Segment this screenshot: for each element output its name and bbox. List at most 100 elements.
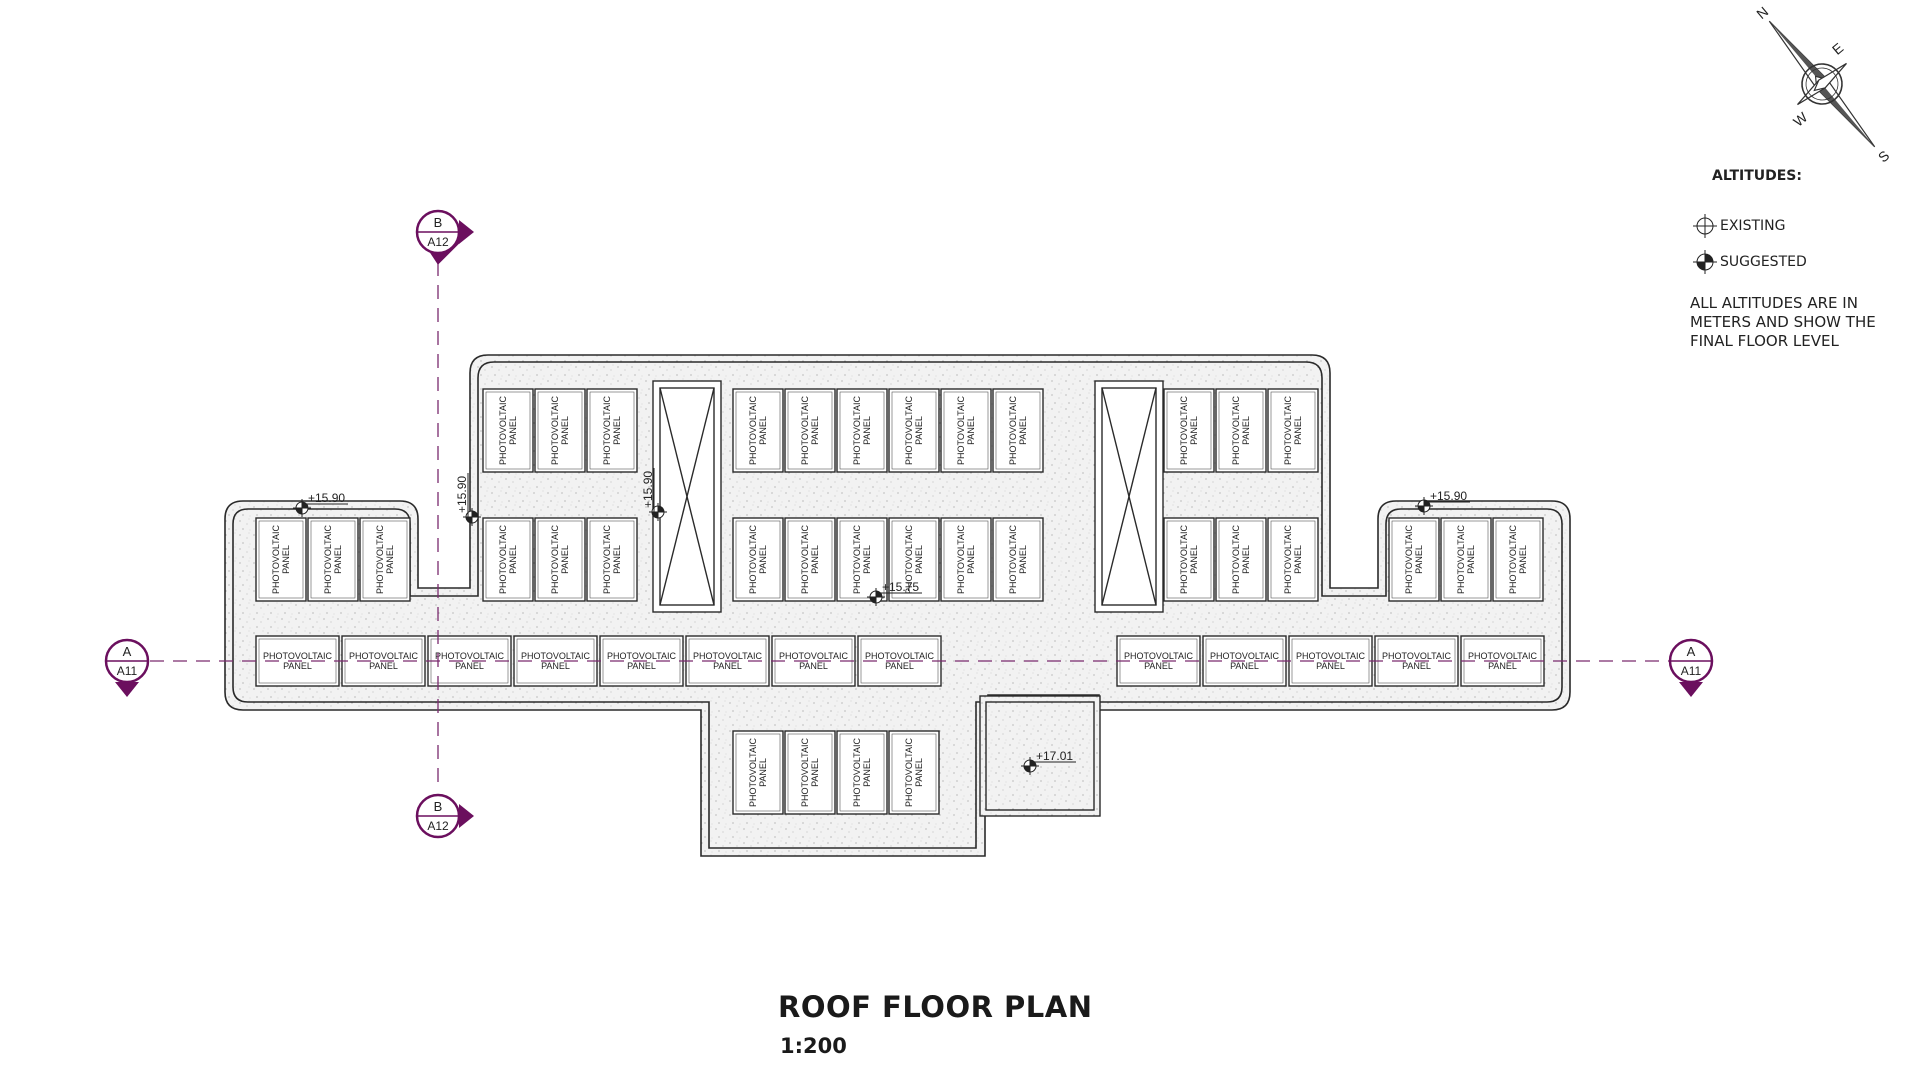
panel-label: PHOTOVOLTAICPANEL xyxy=(852,395,872,465)
photovoltaic-panel: PHOTOVOLTAICPANEL xyxy=(1440,517,1492,602)
compass-w-label: W xyxy=(1790,108,1811,129)
photovoltaic-panel: PHOTOVOLTAICPANEL xyxy=(255,517,307,602)
panel-label: PHOTOVOLTAICPANEL xyxy=(1283,395,1303,465)
panel-label: PHOTOVOLTAICPANEL xyxy=(1508,524,1528,594)
photovoltaic-panel: PHOTOVOLTAICPANEL xyxy=(1163,388,1215,473)
photovoltaic-panel: PHOTOVOLTAICPANEL xyxy=(586,388,638,473)
panel-label: PHOTOVOLTAICPANEL xyxy=(498,395,518,465)
photovoltaic-panel: PHOTOVOLTAICPANEL xyxy=(1492,517,1544,602)
panel-label: PHOTOVOLTAICPANEL xyxy=(550,524,570,594)
photovoltaic-panel: PHOTOVOLTAICPANEL xyxy=(482,388,534,473)
section-marker-a-left: A A11 xyxy=(104,638,150,697)
panel-label: PHOTOVOLTAICPANEL xyxy=(852,524,872,594)
elevation-marker: +15.75 xyxy=(867,580,922,606)
section-marker-letter: B xyxy=(434,799,443,814)
panel-label: PHOTOVOLTAICPANEL xyxy=(602,395,622,465)
photovoltaic-panel: PHOTOVOLTAICPANEL xyxy=(888,388,940,473)
compass-e-label: E xyxy=(1829,40,1846,58)
elevation-marker: +17.01 xyxy=(1021,749,1076,775)
photovoltaic-panel: PHOTOVOLTAICPANEL xyxy=(732,517,784,602)
panel-label: PHOTOVOLTAICPANEL xyxy=(1283,524,1303,594)
panel-label: PHOTOVOLTAICPANEL xyxy=(748,737,768,807)
panel-label: PHOTOVOLTAICPANEL xyxy=(904,524,924,594)
photovoltaic-panel: PHOTOVOLTAICPANEL xyxy=(732,730,784,815)
photovoltaic-panel: PHOTOVOLTAICPANEL xyxy=(836,517,888,602)
panel-label: PHOTOVOLTAICPANEL xyxy=(1179,395,1199,465)
photovoltaic-panel: PHOTOVOLTAICPANEL xyxy=(307,517,359,602)
altitudes-legend: ALTITUDES: EXISTING SUGGESTED ALL ALTITU… xyxy=(1690,168,1920,351)
raised-roof-block xyxy=(979,695,1101,817)
elevation-marker: +15.90 xyxy=(1415,489,1470,515)
section-marker-a-right: A A11 xyxy=(1668,638,1714,697)
panel-label: PHOTOVOLTAICPANEL xyxy=(852,737,872,807)
elevation-label: +15.90 xyxy=(455,476,469,513)
elevation-marker: +15.90 xyxy=(455,473,481,526)
panel-label: PHOTOVOLTAICPANEL xyxy=(1456,524,1476,594)
elevation-label: +17.01 xyxy=(1036,749,1073,763)
roof-shafts xyxy=(652,380,1164,817)
compass-s-label: S xyxy=(1875,147,1892,165)
section-marker-sheet: A12 xyxy=(427,235,449,249)
section-marker-letter: B xyxy=(434,215,443,230)
panel-label: PHOTOVOLTAICPANEL xyxy=(904,395,924,465)
elevation-label: +15.75 xyxy=(882,580,919,594)
panel-label: PHOTOVOLTAICPANEL xyxy=(602,524,622,594)
photovoltaic-panel: PHOTOVOLTAICPANEL xyxy=(784,517,836,602)
drawing-title: ROOF FLOOR PLAN xyxy=(778,990,1093,1024)
section-marker-b-top: B A12 xyxy=(415,209,474,265)
photovoltaic-panel: PHOTOVOLTAICPANEL xyxy=(482,517,534,602)
panel-label: PHOTOVOLTAICPANEL xyxy=(550,395,570,465)
panel-label: PHOTOVOLTAICPANEL xyxy=(1231,524,1251,594)
section-lines xyxy=(150,262,1670,790)
panel-label: PHOTOVOLTAICPANEL xyxy=(1008,524,1028,594)
photovoltaic-panel: PHOTOVOLTAICPANEL xyxy=(784,388,836,473)
photovoltaic-panel: PHOTOVOLTAICPANEL xyxy=(940,388,992,473)
elevation-label: +15.90 xyxy=(1430,489,1467,503)
panel-label: PHOTOVOLTAICPANEL xyxy=(956,395,976,465)
panel-label: PHOTOVOLTAICPANEL xyxy=(1404,524,1424,594)
photovoltaic-panel: PHOTOVOLTAICPANEL xyxy=(836,388,888,473)
compass-n-label: N xyxy=(1753,3,1771,22)
roof-parapet-inner xyxy=(232,361,1563,849)
elevation-marker: +15.90 xyxy=(641,468,667,521)
panel-label: PHOTOVOLTAICPANEL xyxy=(271,524,291,594)
legend-heading: ALTITUDES: xyxy=(1712,168,1802,184)
photovoltaic-panel: PHOTOVOLTAICPANEL xyxy=(836,730,888,815)
legend-row-existing: EXISTING xyxy=(1690,208,1920,244)
legend-existing-label: EXISTING xyxy=(1720,218,1786,234)
panel-label: PHOTOVOLTAICPANEL xyxy=(1179,524,1199,594)
panel-label: PHOTOVOLTAICPANEL xyxy=(800,395,820,465)
shaft-left xyxy=(652,380,722,613)
elevation-label: +15.90 xyxy=(308,491,345,505)
panel-label: PHOTOVOLTAICPANEL xyxy=(800,524,820,594)
legend-suggested-label: SUGGESTED xyxy=(1720,254,1807,270)
panel-label: PHOTOVOLTAICPANEL xyxy=(375,524,395,594)
photovoltaic-panel: PHOTOVOLTAICPANEL xyxy=(888,730,940,815)
suggested-altitude-icon xyxy=(1693,250,1717,274)
photovoltaic-panel: PHOTOVOLTAICPANEL xyxy=(888,517,940,602)
elevation-label: +15.90 xyxy=(641,471,655,508)
panel-label: PHOTOVOLTAICPANEL xyxy=(800,737,820,807)
panel-label: PHOTOVOLTAICPANEL xyxy=(1008,395,1028,465)
legend-note: ALL ALTITUDES ARE IN METERS AND SHOW THE… xyxy=(1690,294,1876,350)
photovoltaic-panel: PHOTOVOLTAICPANEL xyxy=(534,517,586,602)
section-marker-b-bottom: B A12 xyxy=(415,793,474,839)
photovoltaic-panel: PHOTOVOLTAICPANEL xyxy=(1215,388,1267,473)
panel-label: PHOTOVOLTAICPANEL xyxy=(748,395,768,465)
photovoltaic-panel: PHOTOVOLTAICPANEL xyxy=(534,388,586,473)
photovoltaic-panel: PHOTOVOLTAICPANEL xyxy=(1388,517,1440,602)
drawing-scale: 1:200 xyxy=(780,1034,847,1058)
photovoltaic-panel: PHOTOVOLTAICPANEL xyxy=(1267,388,1319,473)
